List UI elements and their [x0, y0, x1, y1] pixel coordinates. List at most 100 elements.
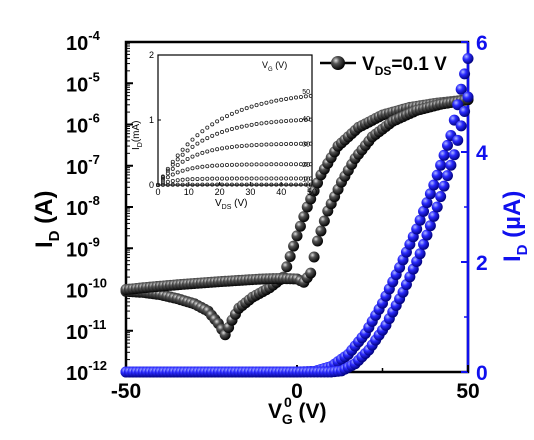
left-tick-label: 10-10 — [66, 276, 107, 303]
right-tick-label: 0 — [476, 362, 488, 385]
data-point-series-4 — [441, 170, 453, 182]
inset-data-point-vg-10 — [234, 176, 239, 181]
inset-data-point-vg-10 — [220, 176, 225, 181]
inset-data-point-vg-0 — [298, 182, 303, 187]
data-point-series-2 — [315, 225, 327, 237]
inset-data-point-vg-0 — [284, 182, 289, 187]
inset-data-point-vg-10 — [175, 178, 180, 183]
inset-legend-title: VG (V) — [262, 60, 287, 73]
inset-data-point-vg-10 — [289, 176, 294, 181]
inset-data-point-vg-10 — [239, 176, 244, 181]
inset-data-point-vg-0 — [190, 182, 195, 187]
inset-data-point-vg-50 — [289, 96, 294, 101]
inset-data-point-vg-40 — [229, 127, 234, 132]
inset-data-point-vg-0 — [200, 182, 205, 187]
inset-data-point-vg-40 — [274, 119, 279, 124]
data-point-series-3 — [428, 179, 440, 191]
inset-data-point-vg-20 — [195, 165, 200, 170]
inset-data-point-vg-50 — [175, 153, 180, 158]
inset-data-markers — [155, 93, 313, 187]
inset-data-point-vg-30 — [254, 142, 259, 147]
inset-data-point-vg-20 — [200, 164, 205, 169]
inset-data-point-vg-50 — [205, 125, 210, 130]
right-tick-label: 4 — [476, 142, 488, 165]
inset-y-tick-label: 2 — [149, 50, 154, 60]
inset-data-point-vg-30 — [210, 148, 215, 153]
inset-data-point-vg-40 — [200, 138, 205, 143]
inset-data-point-vg-20 — [274, 162, 279, 167]
inset-data-point-vg-40 — [244, 123, 249, 128]
inset-data-point-vg-30 — [284, 141, 289, 146]
data-point-series-3 — [435, 159, 447, 171]
inset-data-point-vg-10 — [303, 176, 308, 181]
inset-data-point-vg-50 — [298, 94, 303, 99]
inset-data-point-vg-40 — [165, 168, 170, 173]
inset-data-point-vg-50 — [244, 106, 249, 111]
data-point-series-1 — [288, 240, 300, 252]
data-point-series-4 — [421, 229, 433, 241]
inset-data-point-vg-10 — [170, 178, 175, 183]
inset-data-point-vg-20 — [175, 170, 180, 175]
right-axis-tick-labels: 0 2 4 6 — [476, 32, 488, 385]
right-tick-label: 2 — [476, 252, 488, 275]
inset-data-point-vg-10 — [180, 177, 185, 182]
inset-data-point-vg-40 — [259, 121, 264, 126]
inset-data-point-vg-50 — [274, 98, 279, 103]
inset-data-point-vg-10 — [205, 176, 210, 181]
inset-data-point-vg-40 — [185, 148, 190, 153]
inset-series-label: 40 — [302, 116, 310, 123]
inset-data-point-vg-0 — [239, 182, 244, 187]
inset-data-point-vg-0 — [165, 182, 170, 187]
inset-data-point-vg-30 — [293, 141, 298, 146]
inset-data-point-vg-20 — [303, 162, 308, 167]
data-point-series-4 — [462, 91, 474, 103]
inset-data-point-vg-50 — [180, 147, 185, 152]
main-data-markers — [120, 53, 474, 378]
data-point-series-1 — [291, 230, 303, 242]
inset-series-label: 10 — [302, 177, 310, 184]
inset-data-point-vg-20 — [160, 178, 165, 183]
inset-data-point-vg-20 — [264, 162, 269, 167]
inset-data-point-vg-30 — [165, 171, 170, 176]
inset-data-point-vg-50 — [215, 119, 220, 124]
inset-data-point-vg-50 — [220, 116, 225, 121]
inset-data-point-vg-20 — [170, 172, 175, 177]
inset-data-point-vg-20 — [205, 164, 210, 169]
data-point-series-3 — [431, 169, 443, 181]
data-point-series-3 — [462, 53, 474, 64]
inset-data-point-vg-30 — [205, 149, 210, 154]
inset-data-point-vg-0 — [160, 182, 165, 187]
inset-data-point-vg-10 — [279, 176, 284, 181]
inset-data-point-vg-10 — [229, 176, 234, 181]
right-tick-label: 6 — [476, 32, 488, 55]
inset-data-point-vg-20 — [215, 163, 220, 168]
inset-data-point-vg-50 — [239, 107, 244, 112]
inset-data-point-vg-40 — [239, 124, 244, 129]
inset-data-point-vg-20 — [269, 162, 274, 167]
inset-series-label: 0 — [306, 183, 310, 190]
left-tick-label: 10-5 — [66, 69, 100, 96]
inset-data-point-vg-20 — [298, 162, 303, 167]
inset-data-point-vg-20 — [244, 162, 249, 167]
inset-data-point-vg-30 — [279, 142, 284, 147]
data-point-series-1 — [284, 250, 296, 262]
inset-y-tick-label: 1 — [149, 115, 154, 125]
inset-data-point-vg-10 — [264, 176, 269, 181]
inset-data-point-vg-40 — [234, 125, 239, 130]
inset-data-point-vg-40 — [175, 157, 180, 162]
data-point-series-4 — [414, 248, 426, 260]
data-point-series-3 — [459, 68, 471, 80]
data-point-series-3 — [441, 139, 453, 151]
x-tick-label: -50 — [111, 380, 141, 403]
inset-data-point-vg-10 — [284, 176, 289, 181]
inset-data-point-vg-20 — [254, 162, 259, 167]
inset-data-point-vg-30 — [224, 145, 229, 150]
inset-data-point-vg-40 — [180, 152, 185, 157]
inset-data-point-vg-50 — [264, 100, 269, 105]
right-y-axis-label: ID (µA) — [499, 191, 531, 262]
inset-data-point-vg-30 — [200, 150, 205, 155]
inset-data-point-vg-40 — [254, 122, 259, 127]
